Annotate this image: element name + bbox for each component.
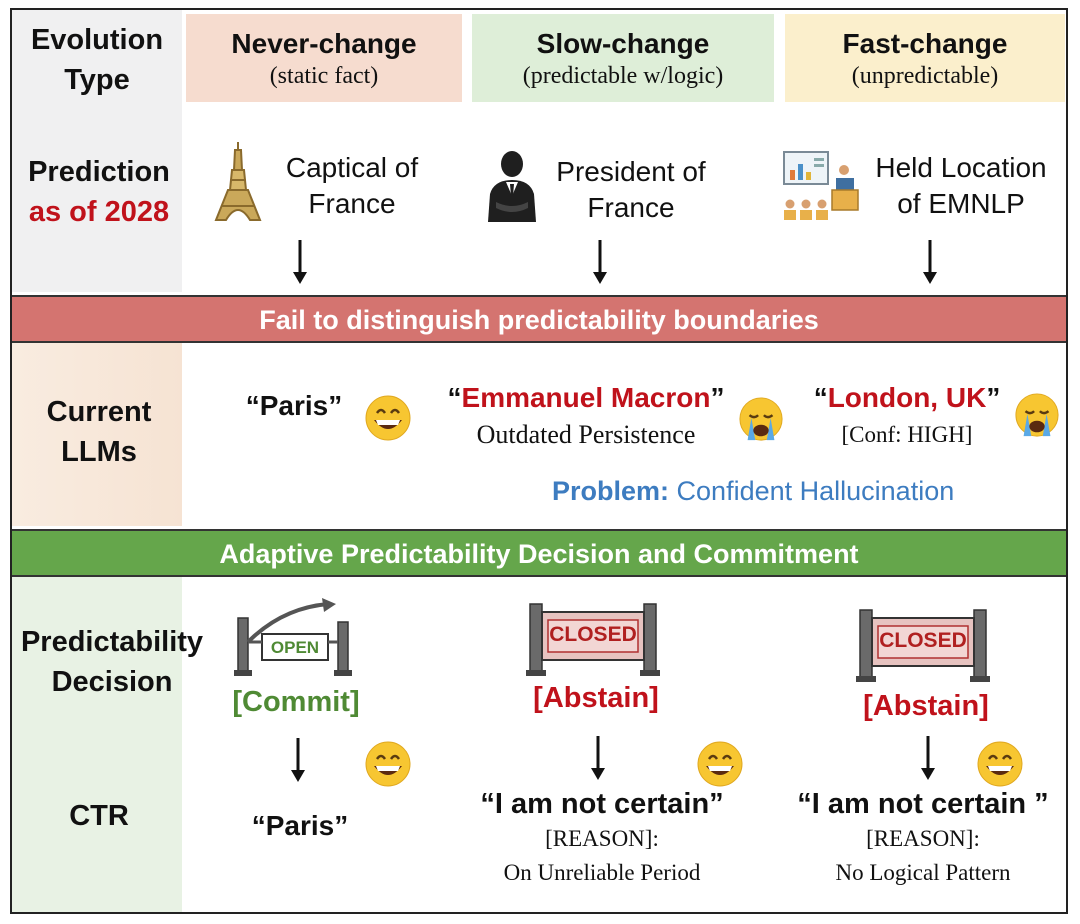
crying-face-icon [739,397,783,441]
llm-answer-london: “London, UK” [800,382,1014,414]
crying-face-icon [1015,393,1059,437]
ctr-answer-paris: “Paris” [251,810,349,841]
left-column-bottom [12,577,182,912]
abstain-label: [Abstain] [533,682,659,714]
ctr-label: CTR [69,800,129,832]
grinning-face-icon [365,741,411,787]
header-subtitle: (unpredictable) [851,63,999,89]
diagram-frame [10,8,1068,914]
evolution-type-label: Evolution Type [30,24,164,96]
prediction-capital-of-france: Captical of France [285,152,419,219]
down-arrow-icon [293,240,307,284]
down-arrow-icon [921,736,935,780]
current-llms-label: Current LLMs [46,396,152,468]
grinning-face-icon [977,741,1023,787]
closed-sign-text: CLOSED [879,629,967,652]
ctr-answer-not-certain: “I am not certain” [480,788,724,820]
abstain-label: [Abstain] [863,690,989,722]
closed-sign-text: CLOSED [549,623,637,646]
down-arrow-icon [291,738,305,782]
closed-gate-icon [856,609,990,682]
header-title: Fast-change [842,28,1008,59]
header-title: Slow-change [536,28,710,59]
header-fast-change: Fast-change (unpredictable) [785,14,1065,102]
quote-mark: ” [710,382,725,413]
answer-london-text: London, UK [827,382,987,413]
answer-macron-text: Emmanuel Macron [461,382,711,413]
problem-label: Problem: [552,476,670,506]
header-slow-change: Slow-change (predictable w/logic) [472,14,774,102]
header-never-change: Never-change (static fact) [186,14,462,102]
outdated-persistence-note: Outdated Persistence [476,420,696,449]
predictability-decision-label: Predictability Decision [20,626,204,698]
banner-fail-to-distinguish: Fail to distinguish predictability bound… [12,295,1066,343]
banner-adaptive-decision: Adaptive Predictability Decision and Com… [12,529,1066,577]
conference-presentation-icon [783,151,859,220]
ctr-answer-not-certain: “I am not certain ” [797,788,1049,820]
eiffel-tower-icon [214,142,262,221]
header-subtitle: (predictable w/logic) [522,63,724,89]
header-subtitle: (static fact) [269,63,379,89]
prediction-emnlp-location: Held Location of EMNLP [875,152,1047,219]
prediction-label: Prediction [28,156,170,188]
llm-answer-macron: “Emmanuel Macron” [430,382,742,414]
header-title: Never-change [231,28,417,59]
prediction-president-of-france: President of France [556,156,706,223]
reason-unreliable-period: On Unreliable Period [503,860,701,885]
closed-gate-icon [526,603,660,676]
left-column-top [12,10,182,292]
quote-mark: “ [813,382,828,413]
left-column-middle [12,343,182,526]
prediction-year-label: as of 2028 [28,196,170,228]
confidence-high-note: [Conf: HIGH] [841,422,973,447]
reason-no-logical-pattern: No Logical Pattern [835,860,1011,885]
problem-statement: Problem: Confident Hallucination [552,476,1032,507]
grinning-face-icon [365,395,411,441]
quote-mark: “ [447,382,462,413]
commit-label: [Commit] [232,686,360,718]
grinning-face-icon [697,741,743,787]
reason-label: [REASON]: [545,826,659,851]
open-gate-icon [234,598,352,676]
down-arrow-icon [593,240,607,284]
businessman-icon [488,151,536,222]
reason-label: [REASON]: [866,826,980,851]
problem-text: Confident Hallucination [676,476,955,506]
down-arrow-icon [591,736,605,780]
open-sign-text: OPEN [270,638,320,657]
llm-answer-paris: “Paris” [245,390,343,421]
quote-mark: ” [986,382,1001,413]
down-arrow-icon [923,240,937,284]
